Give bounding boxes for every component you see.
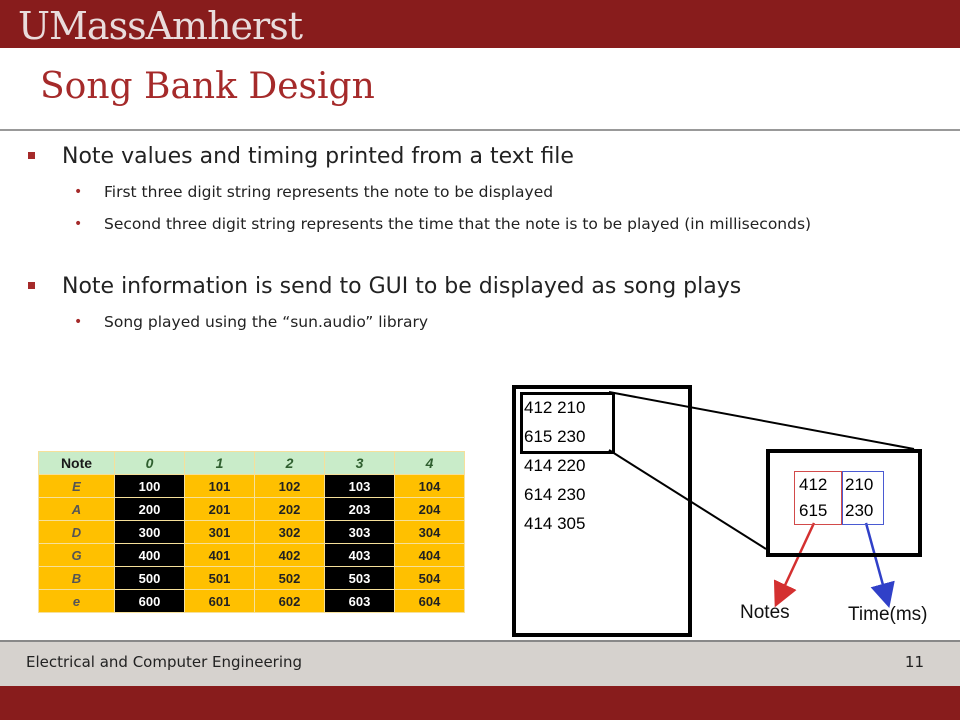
table-cell: 102 — [254, 474, 325, 498]
footer-department: Electrical and Computer Engineering — [26, 653, 303, 671]
table-cell: 504 — [394, 566, 465, 590]
table-cell: 303 — [324, 520, 395, 544]
table-cell: 202 — [254, 497, 325, 521]
table-cell: 601 — [184, 589, 255, 613]
table-cell: 300 — [114, 520, 185, 544]
table-cell: 602 — [254, 589, 325, 613]
page-number: 11 — [904, 653, 924, 671]
table-cell: 402 — [254, 543, 325, 567]
table-cell: 204 — [394, 497, 465, 521]
header-bar: UMassAmherst — [0, 0, 960, 48]
zoom-time: 230 — [845, 501, 874, 520]
sub-bullet-text: Second three digit string represents the… — [104, 215, 812, 233]
bullet-2-text: Note information is send to GUI to be di… — [62, 274, 742, 299]
table-row-label: e — [38, 589, 115, 613]
square-bullet-icon — [28, 152, 35, 159]
table-cell: 401 — [184, 543, 255, 567]
table-header-cell: 0 — [114, 451, 185, 475]
table-row: E 100 101 102 103 104 — [38, 474, 465, 498]
table-cell: 301 — [184, 520, 255, 544]
text-file-box — [512, 385, 692, 637]
file-line: 614 230 — [524, 485, 586, 504]
zoom-box — [766, 449, 922, 557]
connector-line-top — [608, 391, 915, 450]
table-row-label: E — [38, 474, 115, 498]
table-cell: 400 — [114, 543, 185, 567]
text-file-lines: 412 210 615 230 414 220 614 230 414 305 — [524, 393, 585, 538]
file-line: 414 305 — [524, 514, 586, 533]
title-divider — [0, 129, 960, 131]
table-cell: 200 — [114, 497, 185, 521]
zoom-notes-column: 412 615 — [799, 472, 827, 524]
table-cell: 104 — [394, 474, 465, 498]
sub-bullet-text: First three digit string represents the … — [104, 183, 554, 201]
table-header-cell: 4 — [394, 451, 465, 475]
connector-line-bottom — [608, 449, 767, 550]
dot-bullet-icon: • — [74, 184, 83, 200]
zoom-times-column: 210 230 — [845, 472, 873, 524]
bottom-bar — [0, 686, 960, 720]
square-bullet-icon — [28, 282, 35, 289]
umass-logo: UMassAmherst — [18, 4, 303, 48]
zoom-note: 615 — [799, 501, 828, 520]
slide-title: Song Bank Design — [40, 66, 375, 107]
dot-bullet-icon: • — [74, 216, 83, 232]
selection-box — [520, 392, 615, 454]
time-label: Time(ms) — [848, 604, 928, 625]
sub-bullet-1-2: • Second three digit string represents t… — [74, 213, 924, 235]
time-arrow — [864, 522, 895, 609]
table-row: e 600 601 602 603 604 — [38, 589, 465, 613]
notes-arrow — [773, 522, 816, 608]
footer-divider — [0, 640, 960, 642]
table-cell: 404 — [394, 543, 465, 567]
table-cell: 502 — [254, 566, 325, 590]
sub-bullet-2-1: • Song played using the “sun.audio” libr… — [74, 311, 924, 333]
dot-bullet-icon: • — [74, 314, 83, 330]
sub-bullet-text: Song played using the “sun.audio” librar… — [104, 313, 429, 331]
footer: Electrical and Computer Engineering 11 — [0, 642, 960, 686]
bullet-1: Note values and timing printed from a te… — [28, 144, 574, 169]
file-line: 412 210 — [524, 398, 586, 417]
table-header-cell: 3 — [324, 451, 395, 475]
notes-label: Notes — [740, 602, 790, 623]
file-line: 615 230 — [524, 427, 586, 446]
table-cell: 603 — [324, 589, 395, 613]
table-cell: 103 — [324, 474, 395, 498]
zoom-time: 210 — [845, 475, 874, 494]
time-column-box — [842, 471, 884, 525]
table-header-cell: 1 — [184, 451, 255, 475]
note-table: Note 0 1 2 3 4 E 100 101 102 103 104 A 2… — [38, 451, 465, 613]
bullet-1-text: Note values and timing printed from a te… — [62, 144, 574, 169]
table-row: G 400 401 402 403 404 — [38, 543, 465, 567]
table-row: B 500 501 502 503 504 — [38, 566, 465, 590]
bullet-2: Note information is send to GUI to be di… — [28, 274, 742, 299]
sub-bullet-1-1: • First three digit string represents th… — [74, 181, 924, 203]
table-cell: 604 — [394, 589, 465, 613]
table-cell: 302 — [254, 520, 325, 544]
file-line: 414 220 — [524, 456, 586, 475]
table-row: D 300 301 302 303 304 — [38, 520, 465, 544]
table-cell: 503 — [324, 566, 395, 590]
notes-column-box — [794, 471, 842, 525]
zoom-note: 412 — [799, 475, 828, 494]
table-cell: 600 — [114, 589, 185, 613]
table-cell: 500 — [114, 566, 185, 590]
